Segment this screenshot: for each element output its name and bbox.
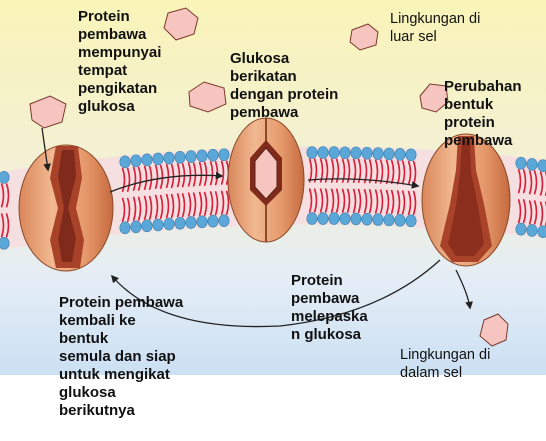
label-shape-change: Perubahan bentuk protein pembawa [444, 78, 522, 150]
label-returns-shape: Protein pembawa kembali ke bentuk semula… [59, 294, 183, 420]
label-carrier-binding-site: Protein pembawa mempunyai tempat pengika… [78, 8, 161, 116]
label-releases-glucose: Protein pembawa melepaska n glukosa [291, 272, 368, 344]
label-glucose-binds: Glukosa berikatan dengan protein pembawa [230, 50, 338, 122]
label-inside-cell: Lingkungan di dalam sel [400, 346, 490, 382]
label-outside-cell: Lingkungan di luar sel [390, 10, 480, 46]
